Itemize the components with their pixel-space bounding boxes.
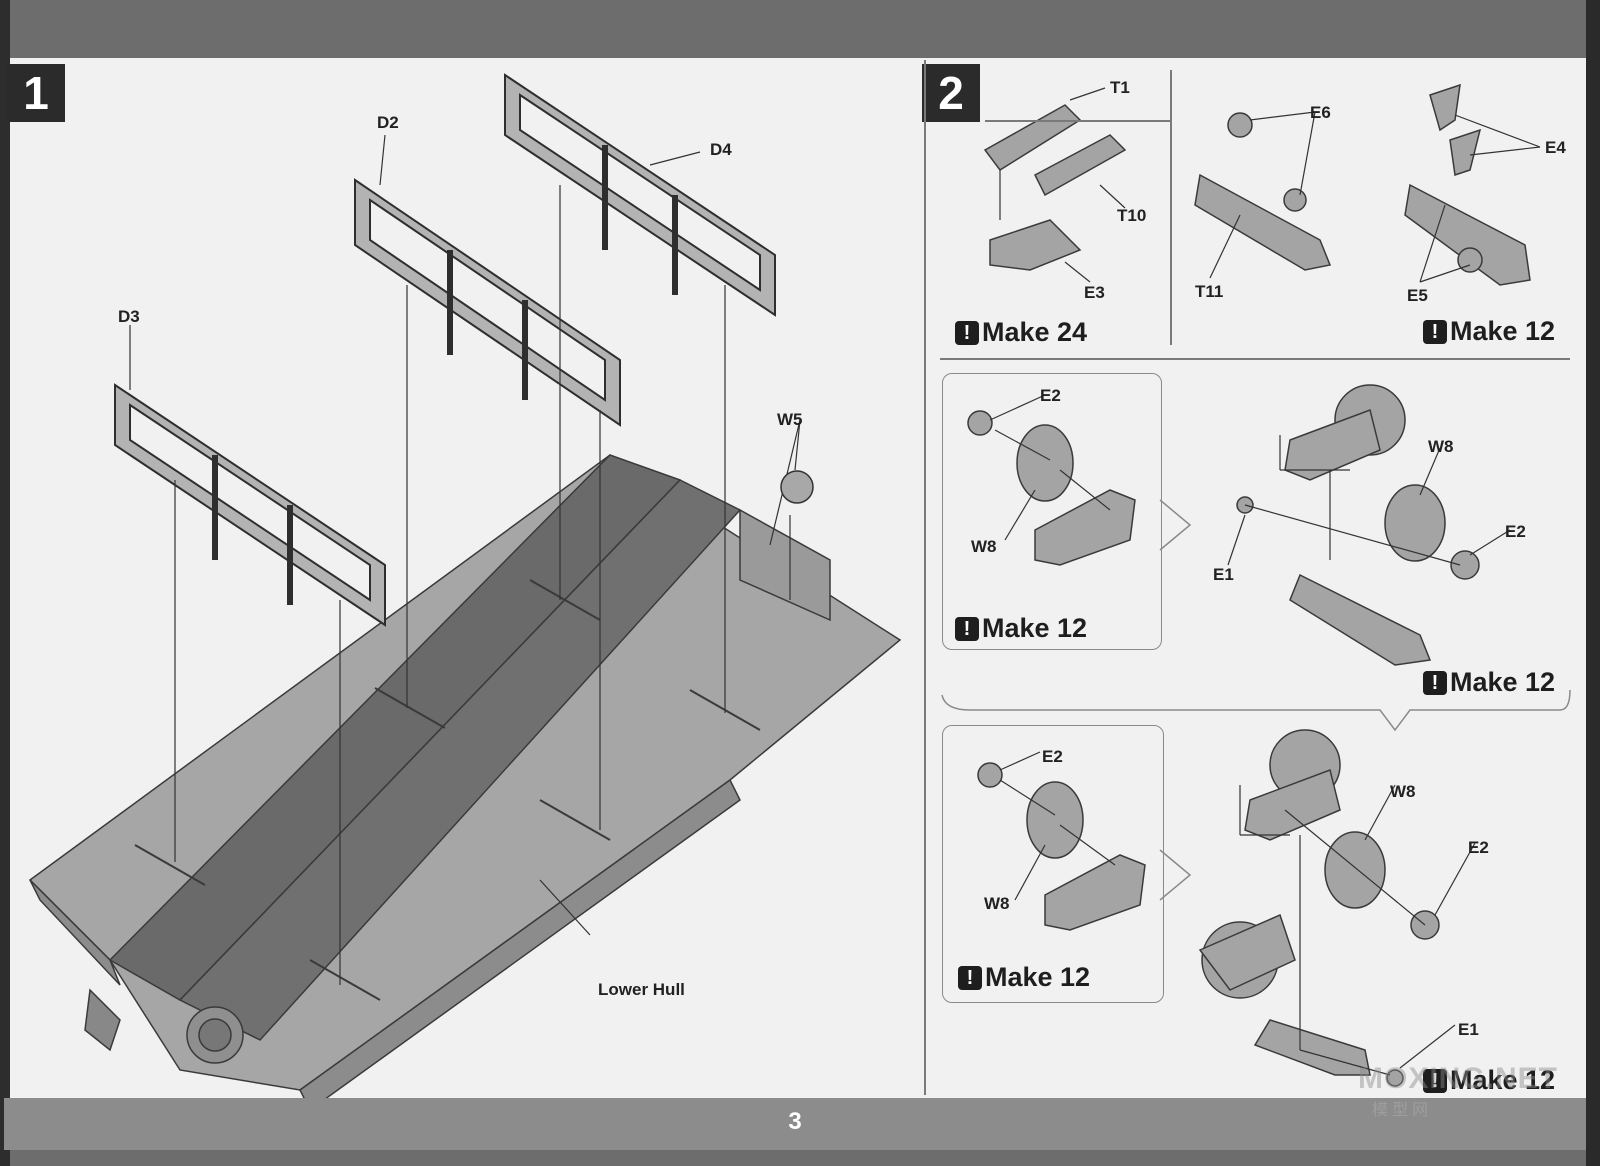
step2-top-rule (985, 120, 1170, 122)
make-count-e: ! Make 12 (1423, 667, 1555, 698)
part-label-e5: E5 (1407, 286, 1428, 305)
suspension-parts (967, 83, 1531, 1087)
part-label-d2: D2 (377, 113, 399, 132)
frame-crossbars (212, 145, 678, 605)
part-label-e6: E6 (1310, 103, 1331, 122)
part-label-e2-g: E2 (1468, 838, 1489, 857)
watermark: MOXING.NET (1358, 1062, 1559, 1095)
step2-divider-vertical (1170, 70, 1172, 345)
part-label-t11: T11 (1195, 282, 1224, 301)
part-label-e1-g: E1 (1458, 1020, 1479, 1039)
subassembly-frame-upper (942, 373, 1162, 650)
warning-icon: ! (955, 616, 979, 641)
warning-icon: ! (958, 965, 982, 990)
part-label-lower-hull: Lower Hull (598, 980, 685, 999)
part-label-e2-f: E2 (1042, 747, 1063, 766)
part-label-w8-g: W8 (1390, 782, 1416, 801)
page-number: 3 (788, 1108, 802, 1135)
make-count-g: ! Make 12 (1423, 1065, 1555, 1096)
make-count-a: ! Make 24 (955, 317, 1087, 348)
make-count-d: ! Make 12 (955, 613, 1087, 644)
binding-edge-right (1586, 0, 1600, 1166)
part-label-e1-e: E1 (1213, 565, 1234, 584)
make-count-f-text: Make 12 (985, 962, 1091, 992)
part-label-d4: D4 (710, 140, 732, 159)
subassembly-frame-lower (942, 725, 1164, 1003)
make-count-f: ! Make 12 (958, 962, 1090, 993)
part-label-t10: T10 (1117, 206, 1147, 225)
warning-icon: ! (955, 320, 979, 345)
make-count-c-text: Make 12 (1450, 316, 1556, 346)
part-label-w8-e: W8 (1428, 437, 1454, 456)
warning-icon: ! (1423, 670, 1447, 695)
make-count-c: ! Make 12 (1423, 316, 1555, 347)
part-label-e3: E3 (1084, 283, 1105, 302)
part-label-e2-e: E2 (1505, 522, 1526, 541)
part-label-e2-d: E2 (1040, 386, 1061, 405)
footer-bar: 3 (4, 1098, 1586, 1150)
part-w5 (780, 470, 814, 504)
make-count-d-text: Make 12 (982, 613, 1088, 643)
frame-d4 (504, 73, 776, 317)
leader-lines (129, 134, 801, 985)
binding-edge-left (0, 0, 10, 1166)
part-label-w8-f: W8 (984, 894, 1010, 913)
make-count-g-text: Make 12 (1450, 1065, 1556, 1095)
warning-icon: ! (1423, 319, 1447, 344)
part-label-t1: T1 (1110, 78, 1130, 97)
step2-leader-lines (989, 87, 1541, 1076)
part-label-w8-d: W8 (971, 537, 997, 556)
part-label-e4: E4 (1545, 138, 1566, 157)
part-label-w5: W5 (777, 410, 803, 429)
frame-d2 (354, 178, 621, 427)
watermark-subtext: 模型网 (1372, 1102, 1433, 1119)
step-1-badge: 1 (7, 64, 65, 122)
hull-slots (134, 579, 761, 1001)
frame-d3 (114, 383, 386, 627)
part-label-d3: D3 (118, 307, 140, 326)
step2-divider-horizontal (940, 358, 1570, 360)
step-divider-vertical (924, 60, 926, 1095)
group-brackets (941, 499, 1571, 901)
lower-hull-drawing (28, 454, 902, 1112)
warning-icon: ! (1423, 1068, 1447, 1093)
make-count-a-text: Make 24 (982, 317, 1088, 347)
step-2-badge: 2 (922, 64, 980, 122)
make-count-e-text: Make 12 (1450, 667, 1556, 697)
